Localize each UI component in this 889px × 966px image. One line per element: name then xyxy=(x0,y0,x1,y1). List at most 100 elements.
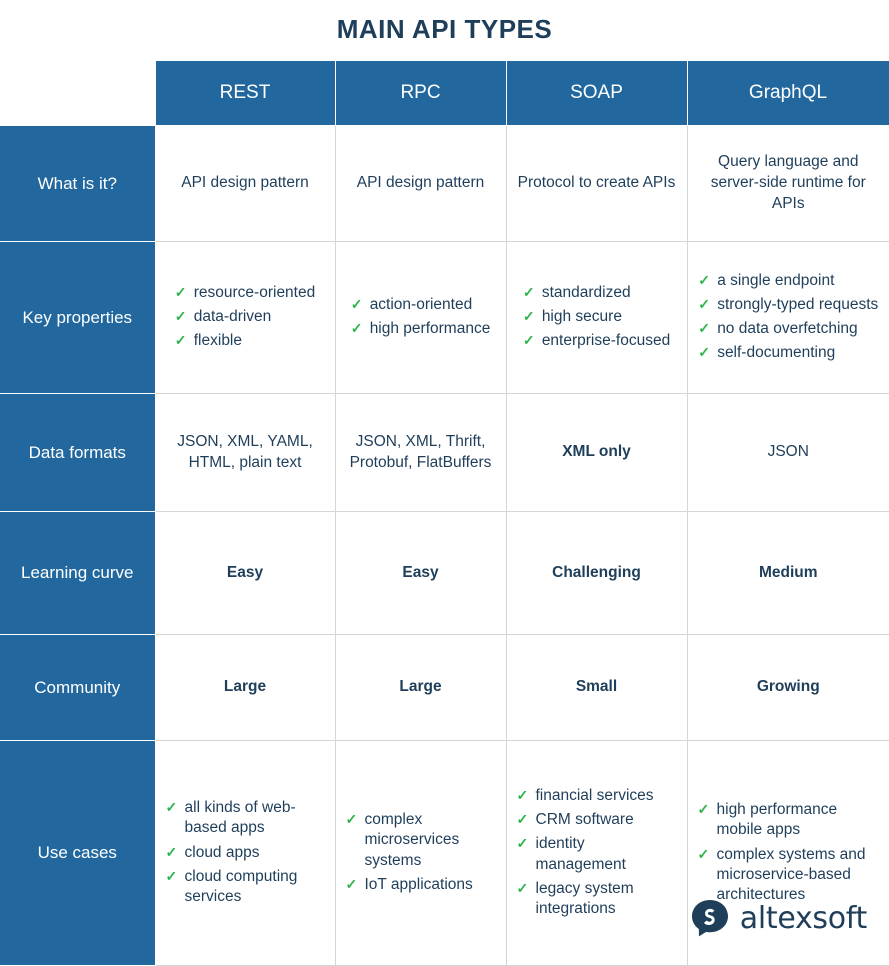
cell-community-graphql: Growing xyxy=(686,634,889,741)
check-list: ✓ financial services ✓ CRM software ✓ identit… xyxy=(517,786,677,919)
cell-key-properties-rpc: ✓ action-oriented ✓high performance xyxy=(334,241,507,394)
check-list-item-label: complex systems and microservice-based a… xyxy=(716,845,866,903)
check-list-item: ✓ financial services xyxy=(517,786,677,806)
cell-key-properties-soap: ✓standardized ✓ high secure ✓ enterprise-foc… xyxy=(505,241,688,394)
check-list-item: ✓ self-documenting xyxy=(698,343,878,363)
cell-what-is-it-rpc: API design pattern xyxy=(334,125,507,242)
cell-learning-curve-graphql: Medium xyxy=(686,511,889,635)
check-icon: ✓ xyxy=(174,332,187,349)
check-list-item: ✓ high secure xyxy=(523,307,670,327)
check-list-item-label: enterprise-focused xyxy=(541,332,671,350)
table-body: What is it? API design pattern API desig… xyxy=(0,125,889,966)
cell-data-formats-rpc: JSON, XML, Thrift, Protobuf, FlatBuffers xyxy=(334,393,507,512)
check-list-item: ✓ complex systems and microservice-based … xyxy=(698,845,880,905)
cell-data-formats-soap: XML only xyxy=(505,393,688,512)
check-list-item-label: a single endpoint xyxy=(717,271,835,289)
brand-logo: altexsoft xyxy=(690,898,867,938)
table-header: REST RPC SOAP GraphQL xyxy=(0,60,889,126)
check-icon: ✓ xyxy=(698,344,710,361)
check-icon: ✓ xyxy=(516,787,529,804)
row-label-data-formats: Data formats xyxy=(0,393,156,512)
brand-name: altexsoft xyxy=(739,900,868,936)
check-list-item-label: high secure xyxy=(541,308,622,326)
check-list-item-label: data-driven xyxy=(193,308,272,326)
check-icon: ✓ xyxy=(516,811,529,828)
check-list-item: ✓ CRM software xyxy=(517,810,677,830)
check-icon: ✓ xyxy=(350,295,363,312)
table-row: What is it? API design pattern API desig… xyxy=(0,125,889,242)
cell-learning-curve-rest: Easy xyxy=(154,511,336,635)
check-list-item-label: no data overfetching xyxy=(717,320,858,338)
check-list-item-label: legacy system integrations xyxy=(535,879,634,917)
check-list-item: ✓ a single endpoint xyxy=(698,271,878,291)
check-list-item: ✓ enterprise-focused xyxy=(523,331,670,351)
check-icon: ✓ xyxy=(697,845,710,862)
check-icon: ✓ xyxy=(516,879,529,896)
check-list-item: ✓flexible xyxy=(175,331,315,351)
check-list-item: ✓ cloud computing services xyxy=(166,867,325,907)
cell-what-is-it-rest: API design pattern xyxy=(154,125,336,242)
check-icon: ✓ xyxy=(697,801,710,818)
cell-data-formats-graphql: JSON xyxy=(686,393,889,512)
check-icon: ✓ xyxy=(522,332,535,349)
check-list-item-label: financial services xyxy=(535,787,654,805)
check-list-item: ✓ high performance mobile apps xyxy=(698,800,880,840)
cell-learning-curve-rpc: Easy xyxy=(334,511,507,635)
check-list-item-label: resource-oriented xyxy=(193,283,316,301)
check-list-item: ✓high performance xyxy=(351,319,491,339)
check-list: ✓ a single endpoint ✓ strongly-typed reques… xyxy=(698,271,878,364)
check-list-item: ✓ strongly-typed requests xyxy=(698,295,878,315)
check-icon: ✓ xyxy=(698,295,710,312)
check-list-item-label: high performance mobile apps xyxy=(716,801,838,839)
check-list: ✓ complex microservices systems✓ IoT appli… xyxy=(346,810,496,895)
check-list-item: ✓data-driven xyxy=(175,307,315,327)
cell-use-cases-soap: ✓ financial services ✓ CRM software ✓ identit… xyxy=(505,740,688,966)
table-row: Use cases ✓all kinds of web-based apps✓c… xyxy=(0,740,889,966)
row-label-use-cases: Use cases xyxy=(0,740,156,966)
check-icon: ✓ xyxy=(165,867,178,884)
cell-what-is-it-soap: Protocol to create APIs xyxy=(505,125,688,242)
cell-community-rest: Large xyxy=(154,634,336,741)
check-list-item: ✓ cloud apps xyxy=(166,843,325,863)
check-list-item: ✓ complex microservices systems xyxy=(346,810,496,870)
cell-use-cases-rest: ✓all kinds of web-based apps✓cloud apps✓… xyxy=(154,740,336,966)
cell-community-soap: Small xyxy=(505,634,688,741)
check-icon: ✓ xyxy=(698,271,710,288)
cell-what-is-it-graphql: Query language and server-side runtime f… xyxy=(686,125,889,242)
check-icon: ✓ xyxy=(522,308,535,325)
check-list-item-label: cloud apps xyxy=(184,843,260,861)
check-list-item-label: identity management xyxy=(535,835,626,873)
check-list-item-label: IoT applications xyxy=(364,875,473,893)
table-row: Data formats JSON, XML, YAML, HTML, plai… xyxy=(0,393,889,512)
row-label-community: Community xyxy=(0,634,156,741)
check-list-item-label: strongly-typed requests xyxy=(717,295,879,313)
check-list-item-label: self-documenting xyxy=(717,344,836,362)
column-header-soap: SOAP xyxy=(505,60,688,126)
speech-bubble-icon xyxy=(691,900,728,937)
check-list-item: ✓resource-oriented xyxy=(175,283,315,303)
cell-key-properties-graphql: ✓ a single endpoint ✓ strongly-typed reques… xyxy=(686,241,889,394)
check-list-item-label: CRM software xyxy=(535,811,634,829)
check-list-item-label: all kinds of web-based apps xyxy=(184,799,296,837)
cell-community-rpc: Large xyxy=(334,634,507,741)
check-list-item: ✓no data overfetching xyxy=(698,319,878,339)
check-list-item-label: action-oriented xyxy=(369,295,473,313)
check-list: ✓standardized ✓ high secure ✓ enterprise-foc… xyxy=(523,283,670,351)
check-list-item-label: complex microservices systems xyxy=(364,811,460,869)
table-row: Key properties ✓resource-oriented✓data-d… xyxy=(0,241,889,394)
check-list-item-label: cloud computing services xyxy=(184,867,298,905)
cell-key-properties-rest: ✓resource-oriented✓data-driven✓flexible xyxy=(154,241,336,394)
check-icon: ✓ xyxy=(345,811,358,828)
table-row: Community Large Large Small Growing xyxy=(0,634,889,741)
cell-use-cases-rpc: ✓ complex microservices systems✓ IoT appli… xyxy=(334,740,507,966)
check-icon: ✓ xyxy=(165,843,178,860)
check-list: ✓all kinds of web-based apps✓cloud apps✓… xyxy=(166,798,325,907)
column-header-graphql: GraphQL xyxy=(686,60,889,126)
check-list: ✓resource-oriented✓data-driven✓flexible xyxy=(175,283,315,351)
check-list: ✓ high performance mobile apps ✓ complex sy… xyxy=(698,800,880,905)
check-list-item: ✓standardized xyxy=(523,283,670,303)
column-header-rest: REST xyxy=(154,60,336,126)
check-list-item: ✓all kinds of web-based apps xyxy=(166,798,325,838)
check-list-item: ✓ legacy system integrations xyxy=(517,879,677,919)
